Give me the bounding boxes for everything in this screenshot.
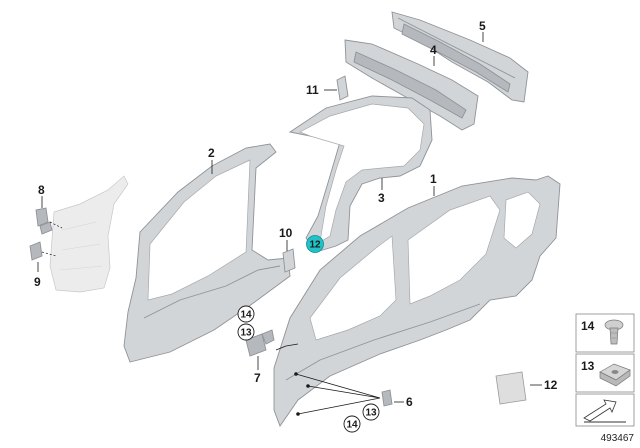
part-7-bracket [245,329,275,357]
callout-1: 1 [430,172,437,186]
legend-item-14: 14 [575,313,635,353]
part-9-bracket [29,241,57,261]
part-8-bracket [35,207,63,235]
reference-number: 493467 [601,433,635,444]
a-pillar-reference-panel [49,175,129,293]
callout-2: 2 [208,146,215,160]
callout-3: 3 [378,191,385,205]
legend-14-label: 14 [581,319,595,333]
callout-7: 7 [254,371,261,385]
highlight-12-badge [306,235,324,253]
callout-14-b: 14 [346,420,358,431]
callout-10: 10 [279,226,293,240]
push-clip-icon [604,319,624,345]
callout-13-a: 13 [240,328,252,339]
part-4-rear-rail [344,39,479,131]
callout-14-a: 14 [240,310,252,321]
callout-13-b: 13 [365,408,377,419]
callout-13-circle-b [362,403,380,421]
legend-item-13: 13 [575,353,635,393]
legend-13-label: 13 [581,359,595,373]
part-1-outer-body-side [273,175,561,427]
clip-nut-icon [599,363,631,387]
callout-12-highlighted: 12 [309,240,321,251]
callout-11: 11 [306,83,319,97]
callout-9: 9 [34,275,41,289]
callout-12: 12 [544,378,558,392]
part-2-inner-side-frame [123,143,291,363]
direction-arrow-icon [583,399,626,423]
part-5-rear-rail [391,11,529,103]
part-10-bracket [282,248,296,273]
part-6-bracket [381,389,393,407]
callout-5: 5 [479,19,486,33]
callout-13-circle-a [237,323,255,341]
part-12-pad [495,371,527,405]
callout-14-circle-b [343,415,361,433]
callout-6: 6 [406,395,413,409]
callout-8: 8 [38,183,45,197]
legend-item-arrow [575,393,635,427]
callout-14-circle-a [237,305,255,323]
part-11-bracket [336,75,349,101]
callout-4: 4 [430,43,437,57]
leader-lines [37,32,542,416]
part-3-rear-quarter-panel [288,95,433,253]
